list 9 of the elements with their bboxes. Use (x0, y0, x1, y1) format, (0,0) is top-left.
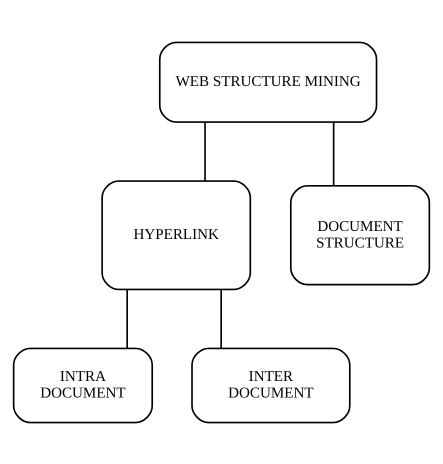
node-box: WEB STRUCTURE MINING (158, 41, 378, 122)
connector (332, 122, 334, 186)
connector (204, 122, 206, 180)
connector (220, 288, 222, 348)
node-box: DOCUMENT STRUCTURE (290, 184, 430, 285)
connector (126, 288, 128, 348)
node-box: HYPERLINK (101, 180, 252, 290)
node-box: INTRA DOCUMENT (12, 347, 154, 423)
node-box: INTER DOCUMENT (191, 347, 351, 423)
